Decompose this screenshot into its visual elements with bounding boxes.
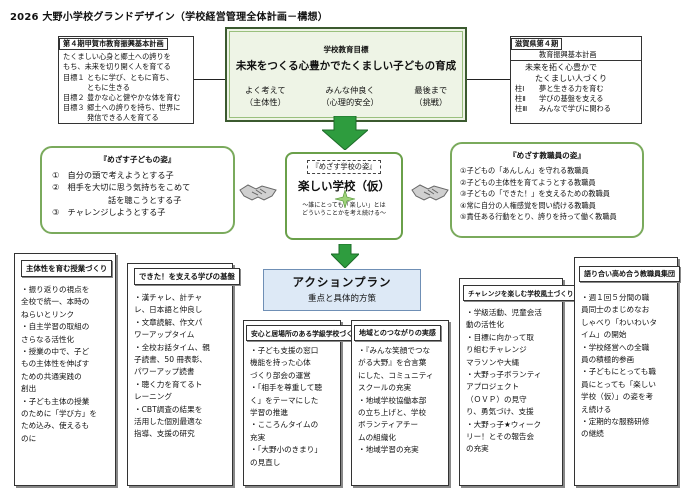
column-5-body: ・学級活動、児童会活動の活性化 ・目標に向かって取り組むチャレンジマラソンや大縄… [466,307,562,456]
column-6-item: ・子どもにとっても職員にとっても「楽しい学校（仮）」の姿を考え続ける [581,367,656,414]
column-1-heading: 主体性を育む授業づくり [21,260,113,277]
school-image-tag: 『めざす学校の姿』 [306,160,382,174]
prefecture-intro-1: 未来を拓く心豊かで [525,63,597,73]
prefecture-plan-subheading: 教育振興基本計画 [511,50,641,62]
school-image-main: 楽しい学校（仮） [298,179,390,193]
column-3-heading: 安心と居場所のある学級学校づくり [246,325,365,341]
pillar-persist: 最後まで（挑戦） [414,85,448,107]
column-5-item: ・目標に向かって取り組むチャレンジマラソンや大縄 [466,332,534,367]
school-goal-heading: 学校教育目標 [323,45,369,54]
down-arrow-icon [322,116,368,150]
handshake-right-icon [411,184,449,201]
column-3-item: ・「大野小のきまり」の見直し [250,445,322,467]
column-4-item: ・地域学習の充実 [358,445,419,455]
column-3-item: ・こころんタイムの充実 [250,420,319,442]
child-item-1: ① 自分の頭で考えようとする子 [52,170,174,180]
staff-item-1: ①子どもの「あんしん」を守れる教職員 [460,166,589,175]
action-plan-banner: アクションプラン 重点と具体的方策 [263,269,421,311]
school-goal-main: 未来をつくる心豊かでたくましい子どもの育成 [235,60,457,72]
city-plan-intro-1: たくましい心身と郷土への誇りを [63,52,171,62]
child-item-2-cont: 話を聴こうとする子 [108,194,182,205]
column-4-item: ・『みんな笑顔でつながる大野』を合言葉にした、コミュニティスクールの充実 [358,346,434,393]
column-4: 地域とのつながりの実感 ・『みんな笑顔でつながる大野』を合言葉にした、コミュニテ… [351,320,449,486]
staff-item-3: ③子どもの「できた！」を支えるための教職員 [460,189,610,199]
column-3: 安心と居場所のある学級学校づくり ・子ども支援の窓口機能を持った心体づくり部会の… [243,320,365,486]
column-2-item: ・全校お話タイム、親子読書、50 冊表彰、パワーアップ読書 [134,342,210,377]
city-plan-heading: 第４期甲賀市教育振興基本計画 [59,38,168,51]
column-3-item: ・「相手を尊重して聴く」をテーマにした学習の推進 [250,383,322,418]
column-1-item: ・自主学習の取組のさらなる活性化 [21,322,90,344]
prefecture-plan-heading: 滋賀県第４期 [511,38,563,51]
column-2-item: ・聴く力を育てるトレーニング [134,379,203,402]
column-6-body: ・週１回５分間の職員同士のまじめなおしゃべり「わいわいタイム」の開始 ・学校経営… [581,292,677,441]
column-6: 語り合い高め合う教職員集団 ・週１回５分間の職員同士のまじめなおしゃべり「わいわ… [574,257,680,486]
connector-right [467,79,510,81]
staff-item-2: ②子どもの主体性を育てようとする教職員 [460,177,596,187]
pillar-together: みんな仲良く（心理的安全） [321,85,379,107]
city-goal-3-cont: 発信できる人を育てる [87,113,159,123]
pillar-think: よく考えて（主体性） [244,85,286,107]
column-1-body: ・振り返りの視点を全校で統一、本時のねらいとリンク ・自主学習の取組のさらなる活… [21,284,113,445]
staff-item-5: ⑤責任ある行動をとり、誇りを持って働く教職員 [460,212,617,222]
column-3-body: ・子ども支援の窓口機能を持った心体づくり部会の運営 ・「相手を尊重して聴く」をテ… [250,345,340,469]
column-4-heading: 地域とのつながりの実感 [354,325,441,341]
handshake-left-icon [239,184,277,201]
school-goal-box: 学校教育目標 未来をつくる心豊かでたくましい子どもの育成 よく考えて（主体性） … [225,27,467,122]
column-1-item: ・振り返りの視点を全校で統一、本時のねらいとリンク [21,285,90,319]
column-2-item: ・CBT調査の結果を活用した個別最適な指導、支援の研究 [134,404,203,439]
column-2-heading: できた！を支える学びの基盤 [134,268,240,285]
child-item-3: ③ チャレンジしようとする子 [52,206,166,217]
child-item-2: ② 相手を大切に思う気持ちをこめて [52,182,191,193]
action-plan-subtitle: 重点と具体的方策 [307,294,376,304]
column-5-item: ・大野っ子★ウィークリー！とその報告会の充実 [466,419,542,454]
column-6-item: ・定期的な服務研修の継続 [581,417,650,439]
column-4-item: ・地域学校協働本部の立ち上げと、学校ボランティアチームの組織化 [358,395,427,442]
column-5-heading: チャレンジを楽しむ学校風土づくり [463,285,579,301]
column-1-item: ・授業の中で、子どもの主体性を伸ばすための共通実践の創出 [21,347,90,394]
staff-item-4: ④常に自分の人権感覚を問い続ける教職員 [460,200,596,210]
document-title: 2026 大野小学校グランドデザイン（学校経営管理全体計画－構想） [10,12,328,23]
column-6-heading: 語り合い高め合う教職員集団 [579,266,680,282]
city-plan-intro-2: もち、未来を切り開く人を育てる [63,62,171,72]
child-image-title: 『めざす子どもの姿』 [99,155,176,164]
column-1: 主体性を育む授業づくり ・振り返りの視点を全校で統一、本時のねらいとリンク ・自… [14,253,116,486]
column-2-item: ・漢チャレ、計チャレ、日本語と仲良し [134,293,203,315]
column-2-body: ・漢チャレ、計チャレ、日本語と仲良し ・文章読解、作文パワーアップタイム ・全校… [134,292,230,441]
child-image-box: 『めざす子どもの姿』 ① 自分の頭で考えようとする子 ② 相手を大切に思う気持ち… [40,146,235,234]
sparkle-icon [334,190,356,208]
city-plan-box: 第４期甲賀市教育振興基本計画 たくましい心身と郷土への誇りを もち、未来を切り開… [58,36,194,124]
prefecture-intro-2: たくましい人づくり [535,73,607,83]
column-5-item: ・大野っ子ボランティアプロジェクト（ＯＶＰ）の見守り、勇気づけ、支援 [466,370,542,417]
school-image-box: 『めざす学校の姿』 楽しい学校（仮） ～誰にとっても「楽しい」とは どういうこと… [285,152,403,240]
staff-image-list: ①子どもの「あんしん」を守れる教職員 ②子どもの主体性を育てようとする教職員 ③… [460,165,642,223]
child-image-list: ① 自分の頭で考えようとする子 ② 相手を大切に思う気持ちをこめて 話を聴こうと… [52,169,233,218]
column-6-item: ・週１回５分間の職員同士のまじめなおしゃべり「わいわいタイム」の開始 [581,293,657,340]
column-2-item: ・文章読解、作文パワーアップタイム [134,317,203,340]
connector-left [194,79,225,81]
column-2: できた！を支える学びの基盤 ・漢チャレ、計チャレ、日本語と仲良し ・文章読解、作… [127,263,240,486]
school-goal-pillars: よく考えて（主体性） みんな仲良く（心理的安全） 最後まで（挑戦） [227,84,465,108]
column-4-body: ・『みんな笑顔でつながる大野』を合言葉にした、コミュニティスクールの充実 ・地域… [358,345,448,457]
column-1-item: ・子ども主体の授業のために「学び方」をため込み、使えるものに [21,396,97,443]
action-plan-title: アクションプラン [292,275,392,289]
staff-image-title: 『めざす教職員の姿』 [509,151,585,160]
staff-image-box: 『めざす教職員の姿』 ①子どもの「あんしん」を守れる教職員 ②子どもの主体性を育… [450,142,644,238]
column-5-item: ・学級活動、児童会活動の活性化 [466,308,542,330]
column-6-item: ・学校経営への全職員の積極的参画 [581,342,650,365]
action-arrow-icon [331,244,359,268]
column-3-item: ・子ども支援の窓口機能を持った心体づくり部会の運営 [250,346,319,380]
city-goal-1-cont: ともに生きる [87,82,130,92]
column-5: チャレンジを楽しむ学校風土づくり ・学級活動、児童会活動の活性化 ・目標に向かっ… [459,278,579,486]
